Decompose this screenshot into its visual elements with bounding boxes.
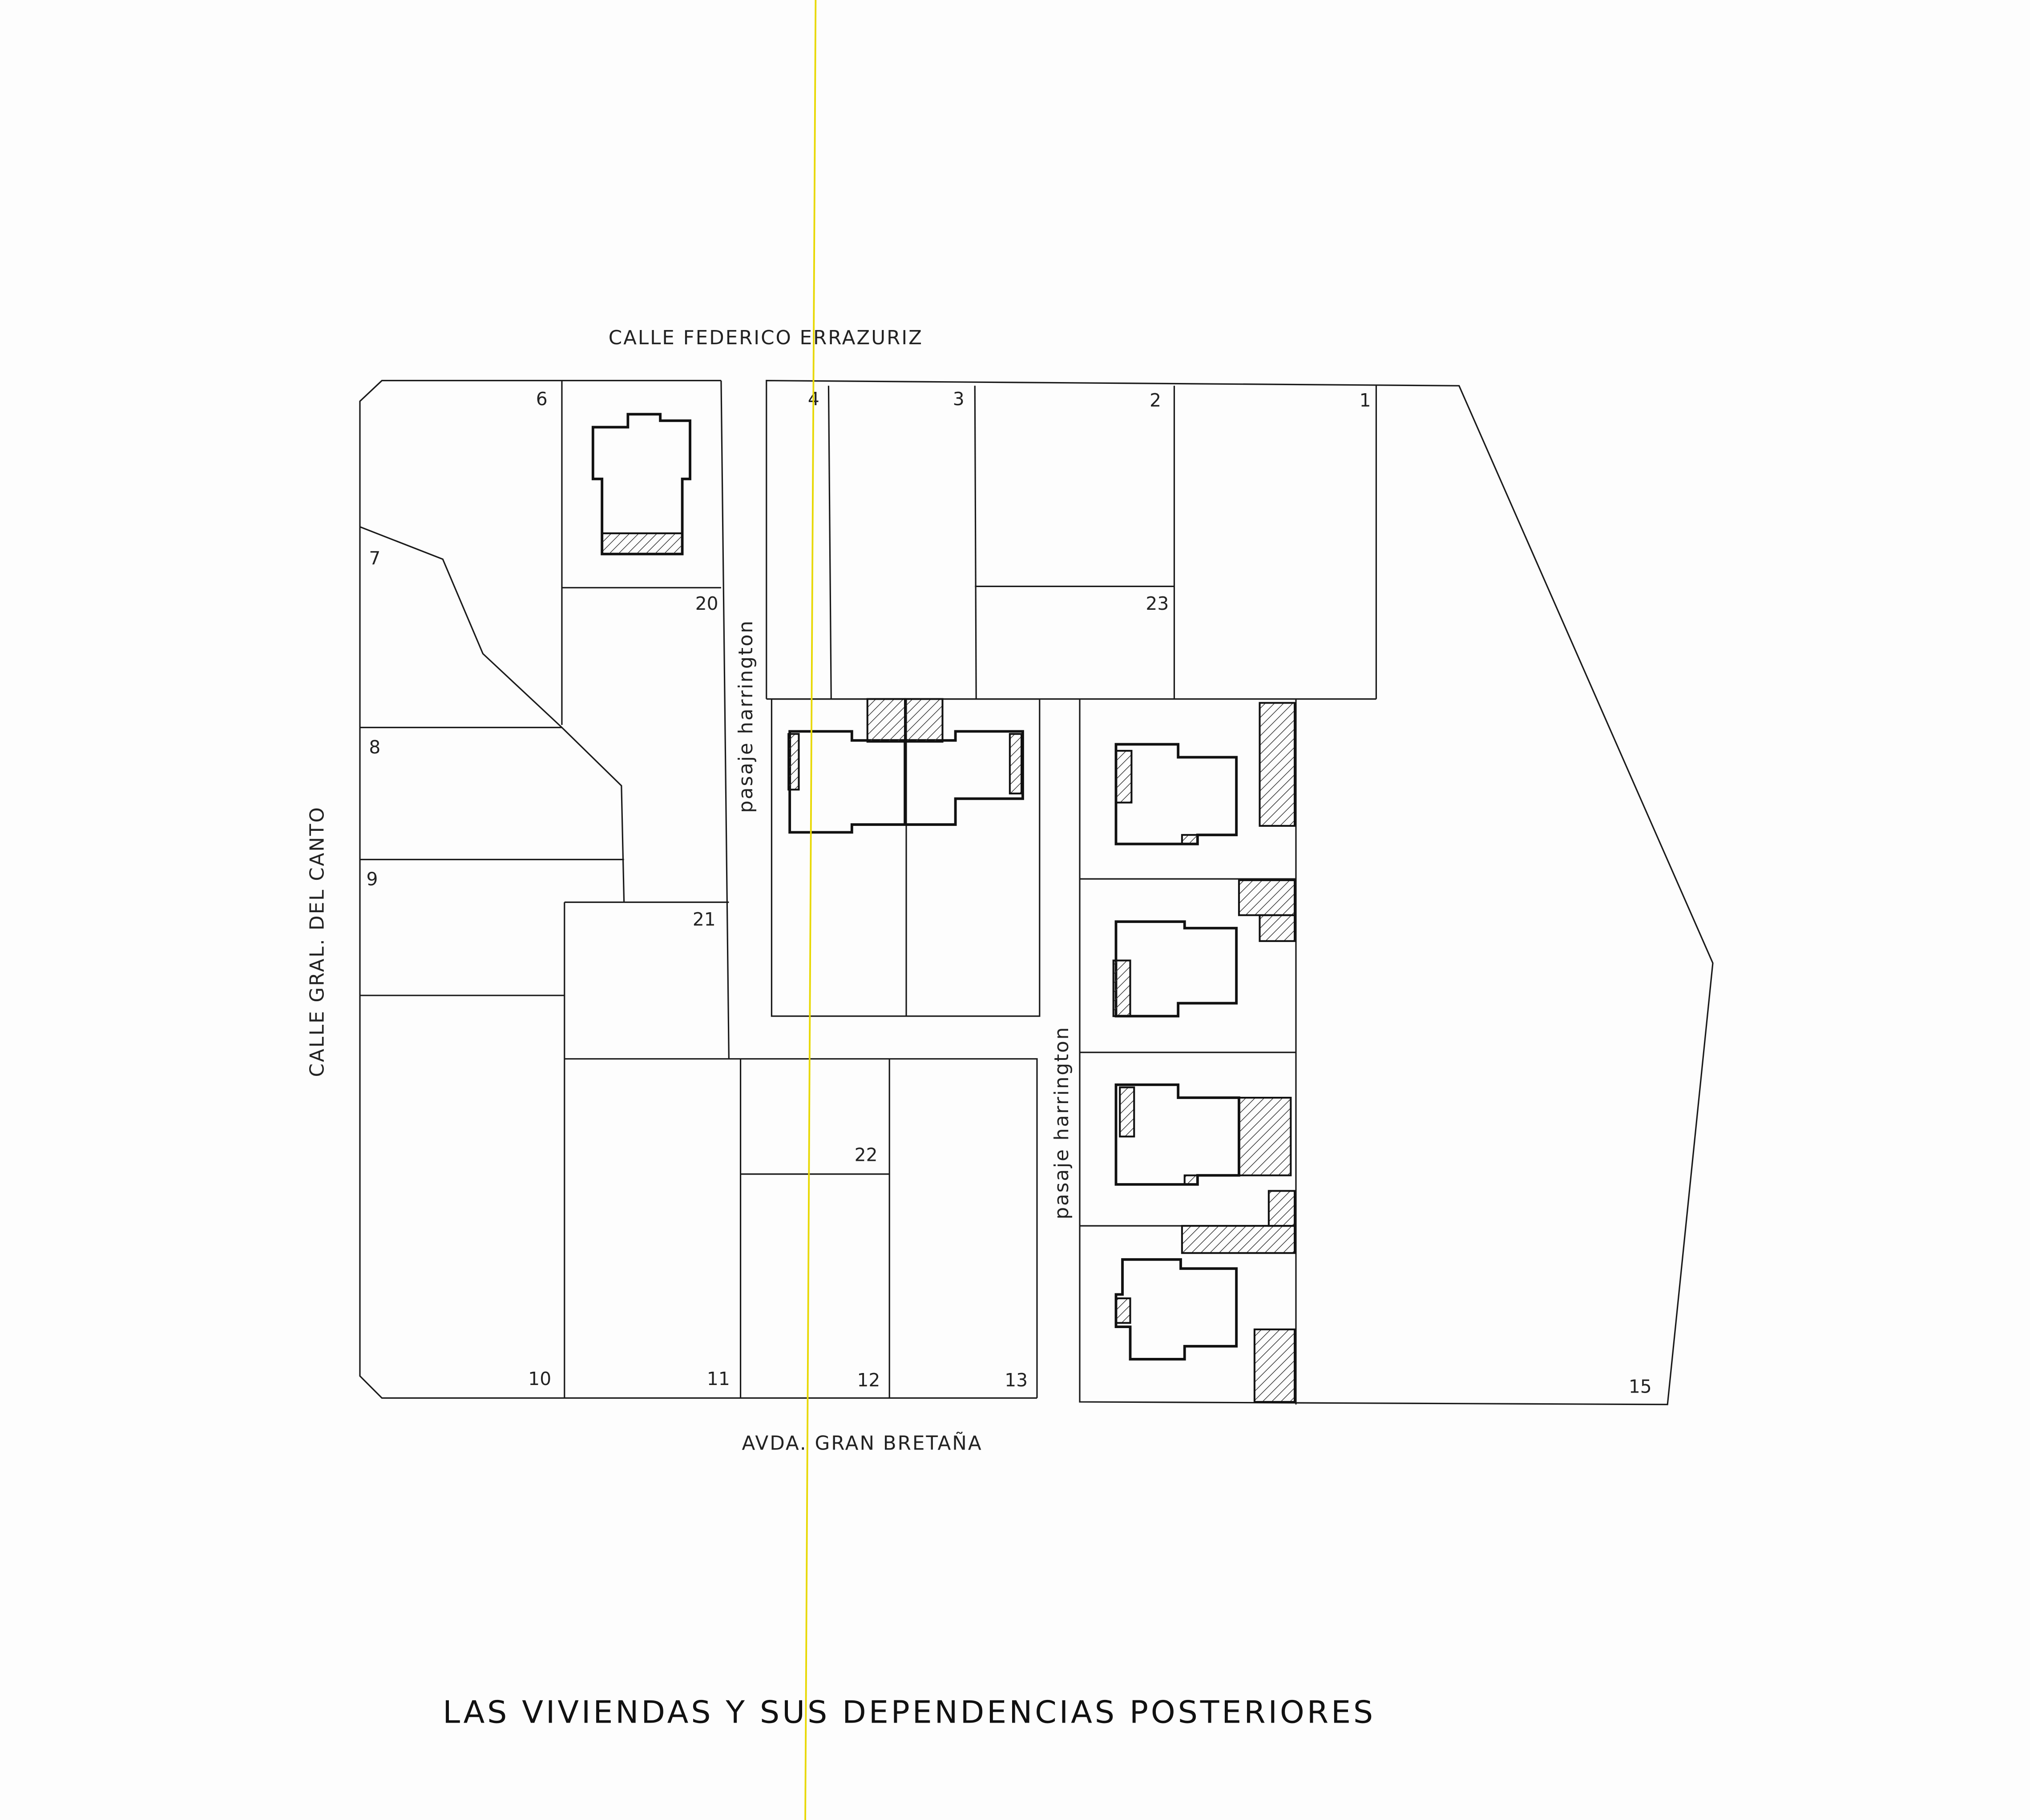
annex [1183,1174,1199,1186]
lot-number: 3 [953,388,965,410]
lot-number: 10 [528,1368,551,1389]
annex [787,733,800,791]
street-west: CALLE GRAL. DEL CANTO [306,806,329,1077]
fold-line [804,0,817,1820]
annex [1238,1096,1292,1176]
annex [866,698,906,743]
annex [1119,1086,1135,1138]
plan-title: LAS VIVIENDAS Y SUS DEPENDENCIAS POSTERI… [443,1695,1376,1731]
lot-lines [359,380,1714,1405]
annex [1009,733,1023,795]
annex [1238,879,1296,916]
lot-number: 1 [1360,390,1371,411]
lot-number: 9 [367,869,378,890]
passage-label-2: pasaje harrington [1050,1026,1073,1220]
buildings [591,413,1296,1403]
annex [601,532,683,555]
lot-number: 21 [693,909,716,930]
lot-numbers: 1 2 3 4 6 7 8 9 10 11 12 13 15 20 21 22 … [367,388,1652,1397]
street-south: AVDA. GRAN BRETAÑA [742,1432,982,1455]
lot-number: 15 [1629,1376,1652,1397]
lot-number: 8 [369,737,380,758]
annex [1115,1297,1131,1324]
annex [1259,914,1296,942]
lot-number: 13 [1005,1369,1028,1391]
annex [1112,959,1131,1017]
lot-number: 2 [1150,390,1161,411]
annex [1259,702,1296,827]
house-right-1 [1114,743,1238,846]
annex [1181,1225,1296,1254]
annex [1253,1328,1296,1403]
street-north: CALLE FEDERICO ERRAZURIZ [609,326,923,349]
house-lot-6 [591,413,691,556]
street-labels: CALLE FEDERICO ERRAZURIZ AVDA. GRAN BRET… [306,326,1073,1454]
lot-number: 23 [1146,593,1169,614]
lot-number: 20 [695,593,718,614]
lot-number: 22 [855,1144,878,1166]
house-right-4 [1114,1258,1238,1361]
annex [1181,834,1199,845]
annex [1115,749,1133,804]
twin-houses [788,730,1024,834]
annex [1267,1190,1296,1227]
lot-number: 11 [707,1368,730,1389]
house-right-2 [1114,920,1238,1018]
lot-number: 6 [536,388,548,410]
passage-label-1: pasaje harrington [735,620,757,813]
lot-number: 7 [369,548,380,569]
lot-number: 12 [857,1369,880,1391]
annex [904,698,944,743]
